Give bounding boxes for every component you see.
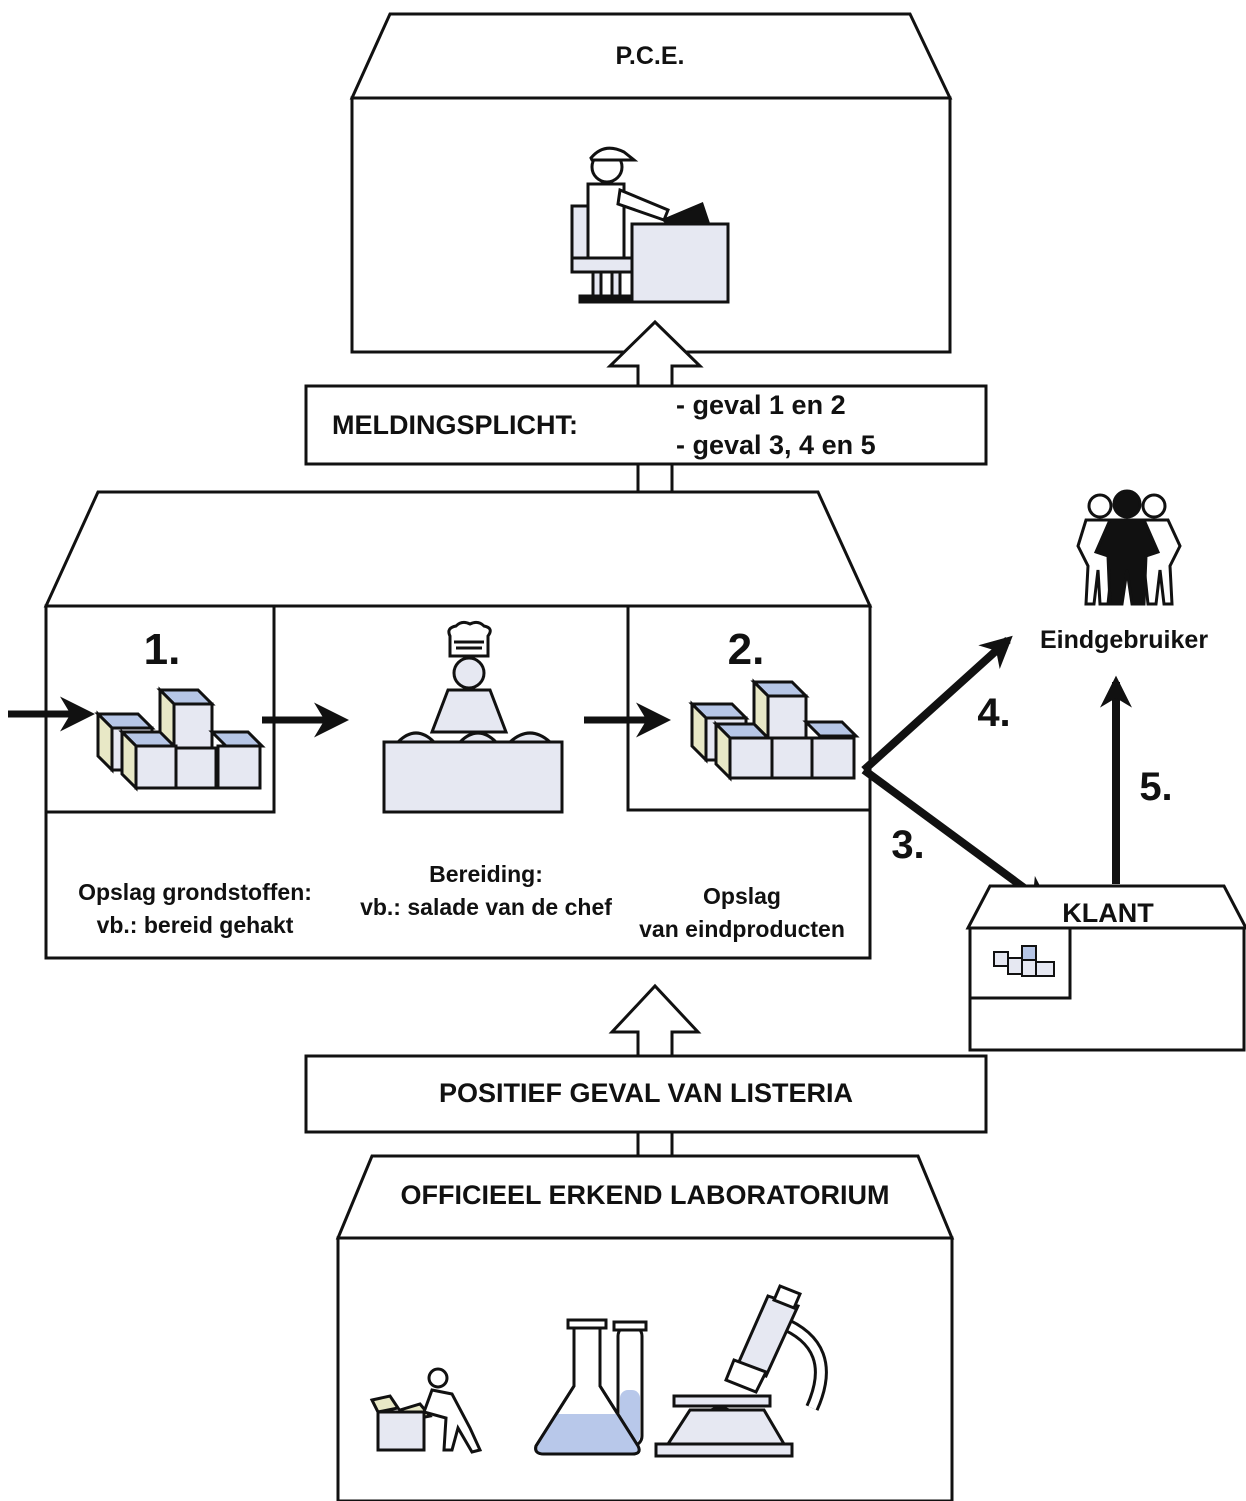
storage-end-label-2: van eindproducten [639,916,845,942]
flow-to-customer-arrow-icon [861,766,1052,908]
microscope-icon [654,1284,828,1458]
pce-building: P.C.E. [349,12,953,354]
positive-case-box: POSITIEF GEVAL VAN LISTERIA [304,1054,988,1134]
flow-to-end-user-arrow-icon [861,635,1013,773]
step-1-number: 1. [144,625,181,674]
meldingsplicht-label: MELDINGSPLICHT: [332,410,578,440]
person-with-box-icon [369,1367,483,1454]
laboratory-title: OFFICIEEL ERKEND LABORATORIUM [400,1180,889,1210]
case-5-number: 5. [1139,765,1172,809]
end-user-label: Eindgebruiker [1040,626,1208,654]
group-of-people-icon [1076,489,1182,606]
step-2-number: 2. [728,625,765,674]
laboratory-body [336,1236,954,1501]
pce-title: P.C.E. [615,42,684,70]
meldingsplicht-case-1: - geval 1 en 2 [676,390,846,420]
preparation-label-1: Bereiding: [429,861,543,887]
case-3-number: 3. [891,823,924,867]
person-at-desk-icon [570,146,730,304]
customer-building: KLANT [965,884,1246,1052]
positive-case-label: POSITIEF GEVAL VAN LISTERIA [439,1078,853,1108]
storage-raw-label-1: Opslag grondstoffen: [78,879,312,905]
lab-flask-icon [534,1318,648,1456]
customer-label: KLANT [1062,898,1154,928]
meldingsplicht-case-2: - geval 3, 4 en 5 [676,430,876,460]
stacked-boxes-icon [688,678,860,782]
laboratory-building: OFFICIEEL ERKEND LABORATORIUM [335,1154,955,1501]
meldingsplicht-box: MELDINGSPLICHT: - geval 1 en 2 - geval 3… [304,384,988,466]
chef-icon [382,620,564,814]
storage-end-label-1: Opslag [703,883,781,909]
company-roof [43,490,873,608]
stacked-boxes-icon [94,686,266,792]
preparation-label-2: vb.: salade van de chef [360,894,612,920]
stacked-boxes-icon [993,945,1055,977]
case-4-number: 4. [977,691,1010,735]
storage-raw-label-2: vb.: bereid gehakt [97,912,294,938]
company-building: 1. 2. [8,490,873,960]
